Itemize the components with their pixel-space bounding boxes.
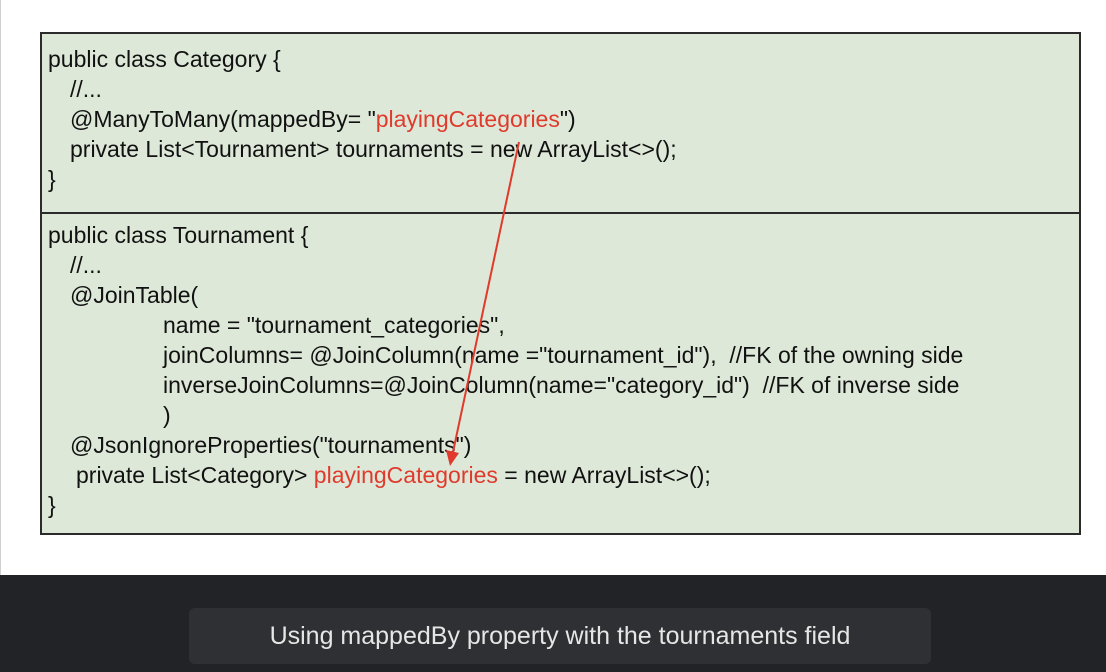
code-line: name = "tournament_categories",	[163, 312, 505, 338]
highlighted-field-name: playingCategories	[313, 462, 498, 488]
code-text: = new ArrayList<>();	[497, 462, 711, 488]
tournament-class-box	[40, 212, 1081, 535]
caption-text: Using mappedBy property with the tournam…	[189, 608, 931, 664]
code-line: joinColumns= @JoinColumn(name ="tourname…	[163, 342, 964, 368]
category-class-box	[40, 32, 1081, 214]
code-line: //...	[70, 76, 102, 102]
code-text: @ManyToMany(mappedBy= "	[70, 106, 376, 132]
caption-bar: Using mappedBy property with the tournam…	[0, 575, 1106, 672]
code-line: public class Tournament {	[48, 222, 309, 248]
code-line: )	[163, 402, 171, 428]
code-line: //...	[70, 252, 102, 278]
code-text: ")	[559, 106, 576, 132]
code-line: }	[48, 166, 56, 192]
code-line: private List<Category> playingCategories…	[76, 460, 711, 490]
code-line: @JoinTable(	[70, 282, 199, 308]
code-line: @ManyToMany(mappedBy= "playingCategories…	[70, 104, 576, 134]
code-text: private List<Category>	[76, 462, 314, 488]
code-line: @JsonIgnoreProperties("tournaments")	[70, 432, 472, 458]
code-line: }	[48, 492, 56, 518]
code-line: public class Category {	[48, 46, 281, 72]
slide-content: public class Category { //... @ManyToMan…	[0, 0, 1081, 575]
code-line: private List<Tournament> tournaments = n…	[70, 136, 677, 162]
code-line: inverseJoinColumns=@JoinColumn(name="cat…	[163, 372, 960, 398]
highlighted-field-name: playingCategories	[375, 106, 560, 132]
